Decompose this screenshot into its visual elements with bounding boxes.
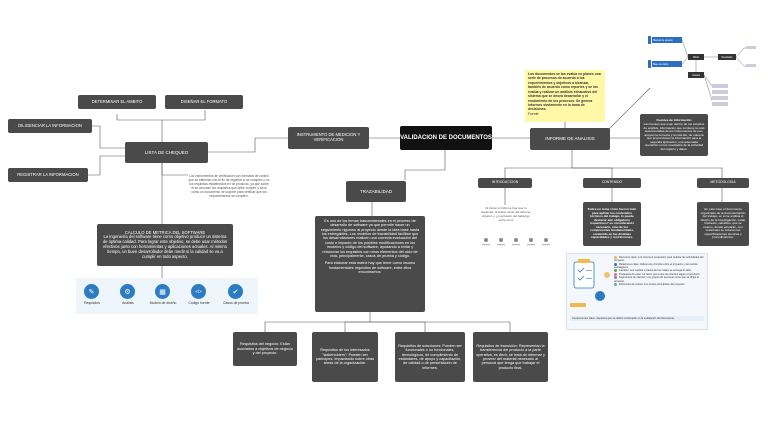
mini-box-user: Usuario [688,72,704,78]
fill-info-node[interactable]: DILIGENCIAR LA INFORMACION [8,119,92,133]
business-requirements-node[interactable]: Requisitos del negocio: Están asociados … [233,332,297,366]
report-node[interactable]: INFORME DE ANALISIS [530,128,610,150]
infographic-item-text: Estructura de costos: Los costos princip… [619,283,686,286]
content-description: Sobre un tema como fueron todo para apli… [583,202,641,246]
quality-node[interactable]: CALCULO DE METRICA DEL SOFTWARE La ingen… [97,224,233,266]
source-code-icon: </> [191,284,206,299]
traceability-node[interactable]: TRAZABILIDAD [346,181,406,202]
center-node[interactable]: VALIDACION DE DOCUMENTOS [400,126,492,150]
format-node[interactable]: DISEÑAR EL FORMATO [165,95,243,109]
infographic-items: Recursos clave: Los recursos necesarios … [614,256,704,286]
mini-box-manual: Manual de usuario [652,37,682,43]
report-note: Los documentos se los evalúa en planes u… [525,70,605,122]
stakeholder-requirements-node[interactable]: Requisitos de los interesados "stakehold… [312,332,378,382]
sources-text: Las fuentes que usan dentro de los estud… [643,122,705,151]
requirements-icon: ✎ [84,284,99,299]
scope-node[interactable]: DETERMINAR EL AMBITO [78,95,156,109]
infographic-item: Estructura de costos: Los costos princip… [614,282,704,286]
transition-requirements-node[interactable]: Requisitos de transición: Representan la… [473,332,548,382]
traceability-description: Es uno de los temas trascendentales en e… [315,216,425,312]
quality-text: La ingeniería del software tiene como ob… [102,234,228,259]
infographic-item-text: Segmentos de clientes: Los grupos de per… [614,276,700,283]
report-note-text: Los documentos se los evalúa en planes u… [528,72,601,112]
analysis-icon: ⚙ [120,284,135,299]
intro-description: Al iniciar el informe hay que lo siguien… [480,206,532,222]
infographic-item-text: Canales: Los medios a través de los cual… [619,269,692,273]
infographic-item: Relaciones clave: Indican los vínculos e… [614,262,704,270]
infographic-item-text: Recursos clave: Los recursos necesarios … [614,256,704,263]
methodology-node[interactable]: METODOLOGIA [697,178,749,188]
sources-node[interactable]: Fuentes de información Las fuentes que u… [640,114,708,156]
intro-node[interactable]: INTRODUCCION [478,178,532,188]
infographic-item-text: Propuesta de valor: La razón por la que … [619,272,701,276]
report-note-sub: Fuente [528,111,539,116]
infographic-item: Recursos clave: Los recursos necesarios … [614,256,704,263]
infographic-item: Canales: Los medios a través de los cual… [614,269,704,273]
infographic-item-text: Relaciones clave: Indican los vínculos e… [614,262,698,270]
traceability-text-1: Es uno de los temas trascendentales en e… [320,219,420,258]
infographic-item: Propuesta de valor: La razón por la que … [614,272,704,276]
record-info-node[interactable]: REGISTRAR LA INFORMACION [8,168,88,182]
design-model-icon: ▦ [155,284,170,299]
infographic-footer: Componentes clave: Aspectos que se deben… [570,316,704,322]
metric-label: Código fuente [188,301,210,305]
quality-title: CALCULO DE METRICA DEL SOFTWARE [124,229,206,235]
metric-label: Modelo de diseño [149,301,177,305]
checklist-node[interactable]: LISTA DE CHEQUEO [125,142,208,163]
solution-requirements-node[interactable]: Requisitos de soluciones: Pueden ser fun… [395,332,465,382]
checklist-description: Los instrumentos de verificación son for… [188,174,270,198]
mini-box-result: Resultado [718,54,736,60]
mini-box-pilot: Piloto [688,54,704,60]
metric-label: Requisitos [84,301,100,305]
test-cases-icon: ✔ [228,284,243,299]
instrument-node[interactable]: INSTRUMENTO DE MEDICION Y VERIFICACION [288,127,369,149]
methodology-description: En este caso el documento organizado de … [697,202,749,246]
content-node[interactable]: CONTENIDO [583,178,641,188]
traceability-text-2: Para elaborar esta matriz hay que tener … [324,261,416,274]
metric-label: Casos de prueba [223,301,249,305]
mini-box-database: Base de datos [652,61,682,67]
sources-title: Fuentes de información [656,117,692,122]
metric-label: Análisis [122,301,134,305]
infographic-item: Segmentos de clientes: Los grupos de per… [614,276,704,283]
